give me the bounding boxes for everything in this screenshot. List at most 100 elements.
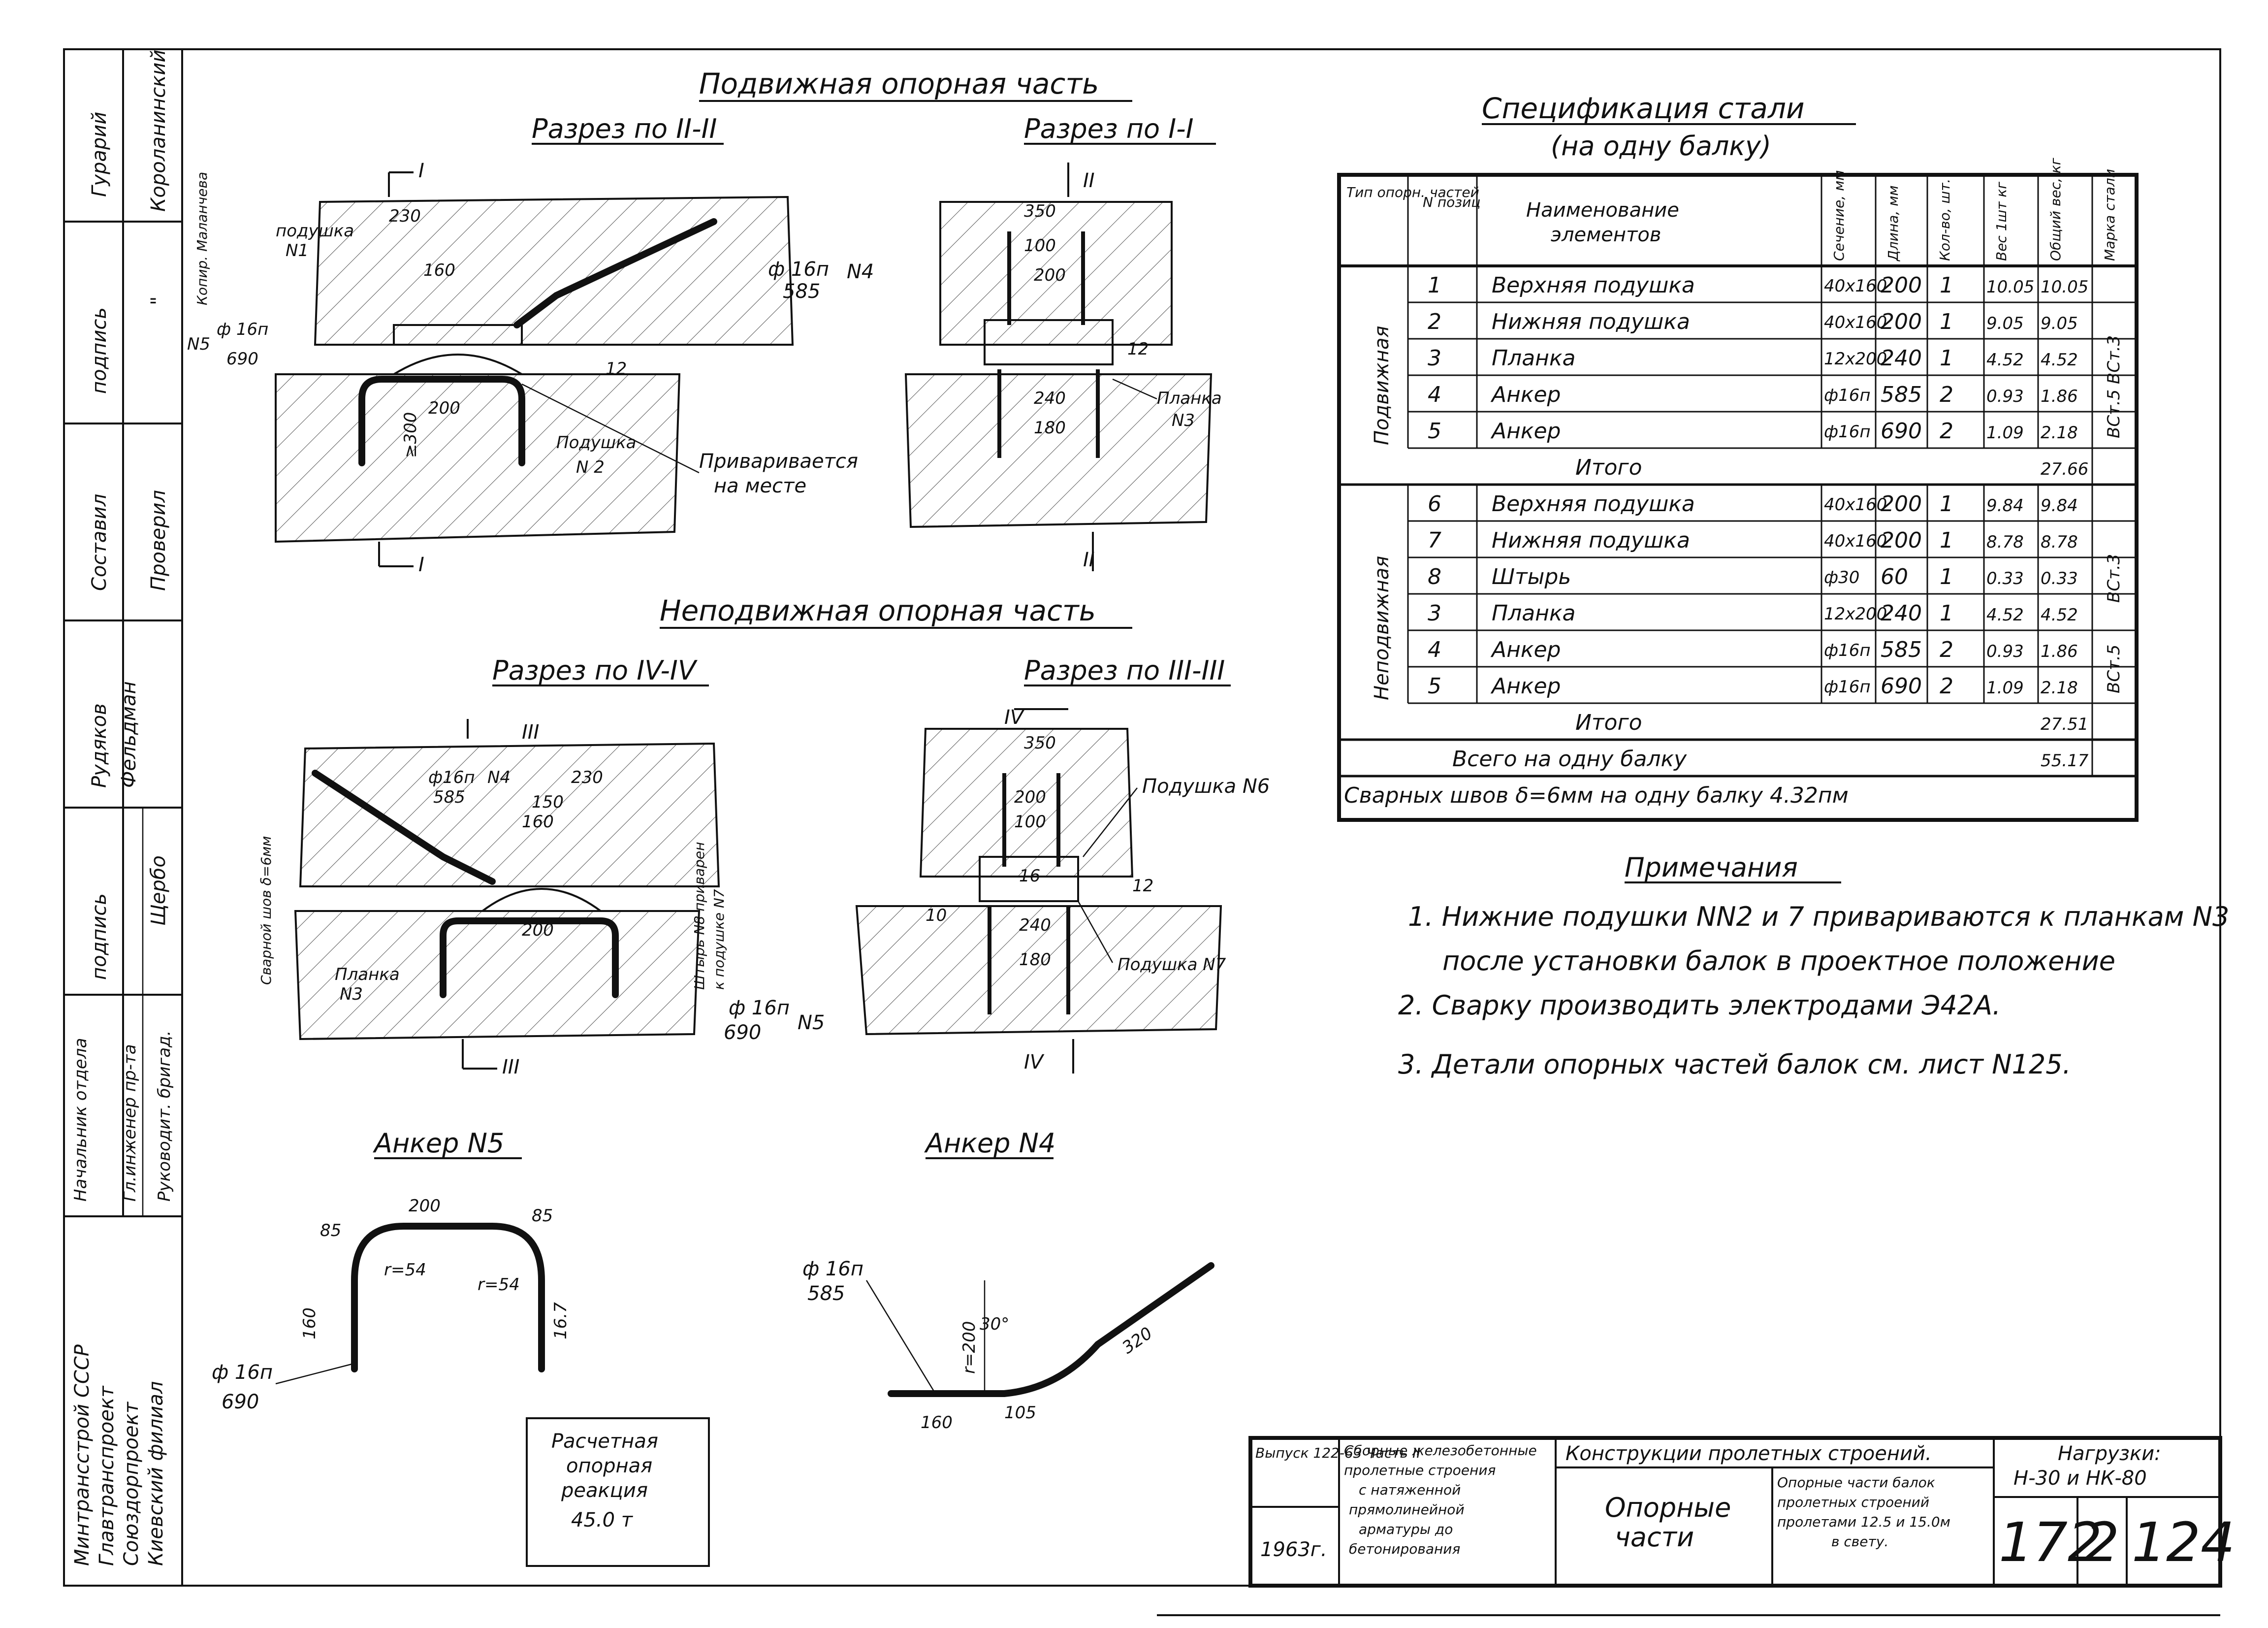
movable-bearing: Подвижная опорная часть Разрез по II-II … [187, 67, 1222, 576]
row-length: 200 [1881, 528, 1922, 553]
sec3-mark-bottom: IV [1024, 1051, 1045, 1074]
stamp-series-5: арматуры до [1359, 1521, 1453, 1537]
th-type: Тип опорн. частей [1346, 184, 1479, 200]
row-pos: 5 [1428, 419, 1441, 444]
row-section: 40x160 [1824, 495, 1887, 515]
row-length: 690 [1881, 419, 1922, 444]
sec3-pad7-label: Подушка N7 [1118, 955, 1226, 975]
stamp-name-5: Щербо [147, 855, 170, 926]
row-name: Анкер [1490, 637, 1561, 662]
sec1-dim-240: 240 [1034, 389, 1066, 408]
org-3: Союздорпроект [120, 1401, 143, 1566]
row-unit-weight: 8.78 [1986, 532, 2024, 552]
row-total-weight: 9.05 [2041, 314, 2078, 333]
anchor-n4-bar [513, 218, 717, 328]
group-steel-1: ВСт.3 [2104, 335, 2124, 384]
reaction-box: Расчетная опорная реакция 45.0 т [526, 1417, 710, 1567]
row-pos: 4 [1428, 382, 1441, 407]
spec-table: Спецификация стали (на одну балку) Тип о… [1337, 92, 2139, 822]
sec4-mark-bottom: III [502, 1056, 519, 1078]
pad1-label: подушка [276, 221, 354, 241]
anchor5-title: Анкер N5 [373, 1128, 504, 1159]
movable-sec2-title: Разрез по II-II [532, 113, 717, 144]
row-name: Анкер [1490, 674, 1561, 699]
sec3-dim-10: 10 [926, 906, 947, 925]
cut-mark-bottom: I [418, 554, 424, 576]
row-name: Верхняя подушка [1492, 491, 1695, 517]
sec1-mark-bottom: II [1083, 549, 1095, 571]
fixed-title: Неподвижная опорная часть [660, 594, 1096, 627]
row-section: ф30 [1824, 568, 1859, 587]
row-pos: 6 [1428, 491, 1441, 517]
row-unit-weight: 10.05 [1986, 277, 2034, 297]
stamp-name-1: Опорные [1605, 1492, 1731, 1523]
row-length: 60 [1881, 564, 1908, 589]
cut-mark-top: I [418, 160, 424, 182]
n4-bar-length: 585 [783, 280, 820, 303]
sec1-dim-200: 200 [1034, 265, 1066, 285]
row-length: 200 [1881, 491, 1922, 517]
row-unit-weight: 1.09 [1986, 678, 2024, 698]
sec1-dim-100: 100 [1024, 236, 1056, 256]
row-section: 40x160 [1824, 531, 1887, 551]
stamp-name-3: Рудяков [88, 703, 111, 788]
sec4-dim-230: 230 [571, 768, 603, 787]
sec4-bar-length: 585 [433, 787, 465, 807]
sec3-abutment [855, 905, 1222, 1036]
anchor5-bar-spec: ф 16п [212, 1361, 273, 1384]
stamp-title: Конструкции пролетных строений. [1565, 1442, 1932, 1465]
stamp-series-1: Сборные железобетонные [1344, 1442, 1537, 1459]
stamp-album: 172 [1999, 1511, 2102, 1574]
row-name: Планка [1492, 346, 1575, 371]
sec4-n5-spec: ф 16п [729, 997, 790, 1019]
weld-summary: Сварных швов δ=6мм на одну балку 4.32пм [1344, 783, 1849, 808]
th-3: Сечение, мм [1831, 170, 1847, 261]
group-total: 27.66 [2041, 459, 2088, 479]
stamp-series-3: с натяженной [1359, 1482, 1461, 1498]
row-qty: 1 [1940, 309, 1953, 334]
sec4-dim-160: 160 [522, 812, 554, 832]
row-unit-weight: 0.33 [1986, 569, 2024, 588]
th-name-2: элементов [1551, 224, 1661, 246]
sec4-n5-length: 690 [724, 1021, 761, 1044]
sec1-abutment [904, 373, 1213, 528]
fixed-sec3-title: Разрез по III-III [1024, 655, 1225, 686]
row-unit-weight: 1.09 [1986, 423, 2024, 443]
row-name: Анкер [1490, 419, 1561, 444]
stamp-issue: Выпуск 122-63 Часть II [1255, 1445, 1420, 1461]
sec4-n5-number: N5 [798, 1011, 825, 1034]
note-3: 3. Детали опорных частей балок см. лист … [1398, 1049, 2071, 1080]
anchor5-shape [351, 1223, 545, 1372]
row-section: ф16п [1824, 641, 1871, 660]
anchor4-radius: r=200 [959, 1321, 979, 1374]
fixed-bearing: Неподвижная опорная часть Разрез по IV-I… [258, 594, 1270, 1078]
weld-note-1: Приваривается [699, 450, 858, 473]
anchor5-dim-85a: 85 [320, 1221, 341, 1240]
row-name: Нижняя подушка [1492, 309, 1690, 334]
row-section: ф16п [1824, 386, 1871, 405]
row-pos: 3 [1428, 346, 1441, 371]
row-unit-weight: 9.84 [1986, 496, 2024, 516]
notes: Примечания 1. Нижние подушки NN2 и 7 при… [1398, 852, 2229, 1080]
row-length: 240 [1881, 601, 1922, 626]
sec3-dim-240: 240 [1019, 915, 1051, 935]
sec3-dim-100: 100 [1014, 812, 1046, 832]
stamp-dept-head: Начальник отдела [71, 1038, 91, 1202]
lower-pad [390, 354, 526, 375]
spec-subtitle: (на одну балку) [1551, 130, 1771, 162]
anchor-n4-detail: Анкер N4 ф 16п 585 r=200 30° 320 160 105 [802, 1128, 1214, 1433]
note-2: 2. Сварку производить электродами Э42А. [1398, 990, 2001, 1021]
row-total-weight: 8.78 [2041, 532, 2078, 552]
stamp-checked: Проверил [147, 490, 170, 591]
weld-note-2: на месте [714, 475, 806, 497]
row-pos: 7 [1428, 528, 1441, 553]
th-name: Наименование [1526, 199, 1679, 222]
sec3-dim-16: 16 [1019, 866, 1040, 886]
group-steel-2: ВСт.5 [2104, 390, 2124, 438]
abutment-body [275, 373, 681, 543]
pad2-label: Подушка [556, 433, 636, 453]
row-total-weight: 4.52 [2041, 350, 2078, 370]
sec3-dim-12: 12 [1132, 876, 1153, 896]
stamp-sheet: 124 [2132, 1511, 2235, 1574]
